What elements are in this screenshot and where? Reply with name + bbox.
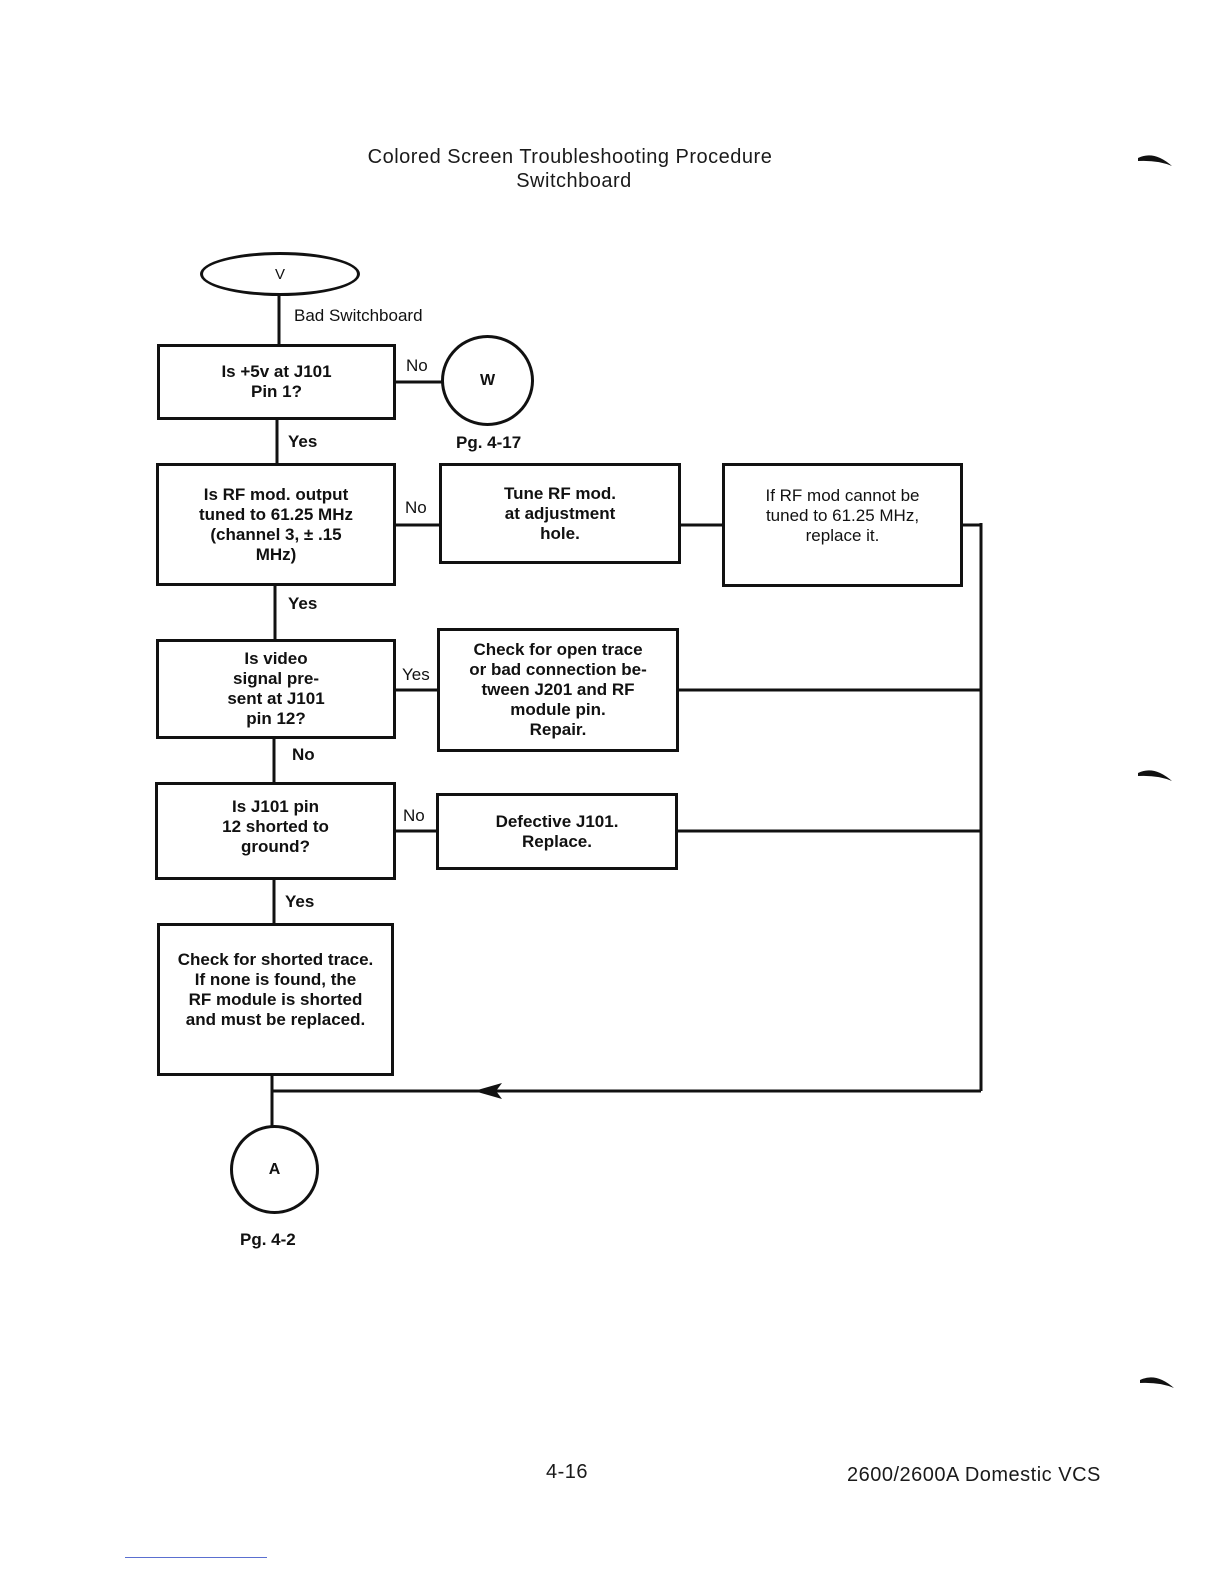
- question-video-signal-j101-pin12: Is video signal pre- sent at J101 pin 12…: [156, 639, 396, 739]
- connector-a-label: A: [268, 1160, 281, 1178]
- page-title: Colored Screen Troubleshooting Procedure: [367, 146, 773, 168]
- bottom-blue-line: [125, 1557, 267, 1558]
- tune-rf-mod-box: Tune RF mod. at adjustment hole.: [439, 463, 681, 564]
- product-name: 2600/2600A Domestic VCS: [847, 1464, 1101, 1486]
- check-shorted-trace-box: Check for shorted trace. If none is foun…: [157, 923, 394, 1076]
- replace-rf-mod-box: If RF mod cannot be tuned to 61.25 MHz, …: [722, 463, 963, 587]
- q4-no-label: No: [403, 806, 425, 825]
- bad-switchboard-label: Bad Switchboard: [294, 306, 423, 325]
- start-connector-v: V: [200, 252, 360, 296]
- q1-yes-label: Yes: [288, 432, 318, 451]
- page-subtitle: Switchboard: [516, 170, 632, 192]
- q3-yes-label: Yes: [402, 665, 430, 684]
- defective-j101-box: Defective J101. Replace.: [436, 793, 678, 870]
- connector-w-label: W: [479, 371, 496, 389]
- connector-w-page-ref: Pg. 4-17: [456, 433, 522, 452]
- question-rf-mod-tuned: Is RF mod. output tuned to 61.25 MHz (ch…: [156, 463, 396, 586]
- return-arrowhead: [474, 1083, 502, 1099]
- connector-w: W: [441, 335, 534, 426]
- q2-yes-label: Yes: [288, 594, 318, 613]
- question-5v-j101-pin1: Is +5v at J101 Pin 1?: [157, 344, 396, 420]
- question-j101-pin12-shorted: Is J101 pin 12 shorted to ground?: [155, 782, 396, 880]
- start-connector-label: V: [274, 265, 285, 283]
- check-open-trace-box: Check for open trace or bad connection b…: [437, 628, 679, 752]
- connector-a: A: [230, 1125, 319, 1214]
- page-number: 4-16: [546, 1461, 589, 1483]
- q2-no-label: No: [405, 498, 427, 517]
- margin-tab-mark-middle: [1138, 770, 1172, 781]
- connector-a-page-ref: Pg. 4-2: [240, 1230, 296, 1249]
- q1-no-label: No: [406, 356, 428, 375]
- margin-tab-mark-bottom: [1140, 1377, 1174, 1388]
- q3-no-label: No: [292, 745, 315, 764]
- margin-tab-mark-top: [1138, 155, 1172, 166]
- q4-yes-label: Yes: [285, 892, 315, 911]
